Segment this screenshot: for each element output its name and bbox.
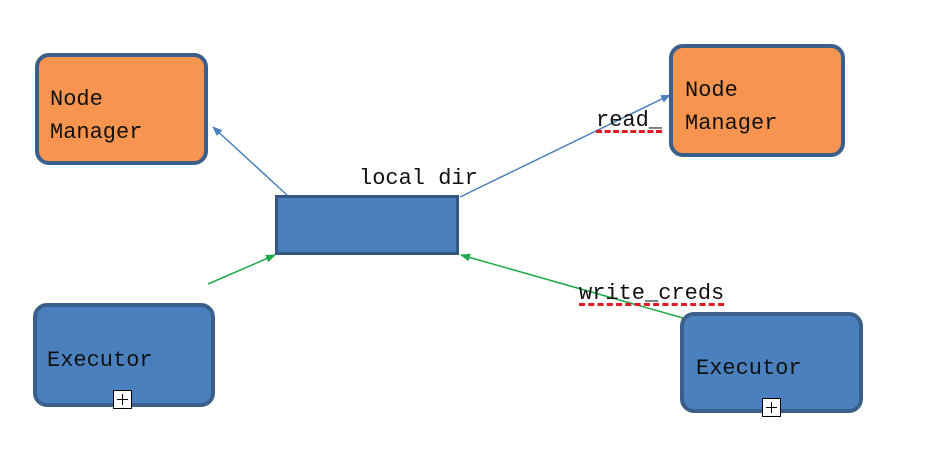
arrow-from-left-executor [207, 254, 276, 285]
arrow-to-right-node-manager [459, 94, 671, 198]
plus-box-icon[interactable] [113, 390, 132, 409]
plus-box-icon[interactable] [762, 398, 781, 417]
write-creds-edge-label: write_creds [579, 281, 725, 306]
node-manager-left-line2: Manager [50, 120, 143, 145]
node-manager-right[interactable]: Node Manager [669, 44, 845, 157]
executor-right[interactable]: Executor [680, 312, 863, 413]
read-edge-label: read_ [596, 108, 663, 133]
arrow-to-left-node-manager [212, 126, 288, 196]
local-dir-box[interactable] [275, 195, 459, 255]
node-manager-right-line2: Manager [685, 111, 778, 136]
executor-right-label: Executor [696, 356, 802, 381]
local-dir-label: local dir [359, 166, 478, 191]
node-manager-left[interactable]: Node Manager [35, 53, 208, 165]
executor-left[interactable]: Executor [33, 303, 215, 407]
node-manager-right-line1: Node [685, 78, 738, 103]
arrow-from-right-executor [460, 253, 684, 319]
executor-left-label: Executor [47, 348, 153, 373]
node-manager-left-line1: Node [50, 87, 103, 112]
